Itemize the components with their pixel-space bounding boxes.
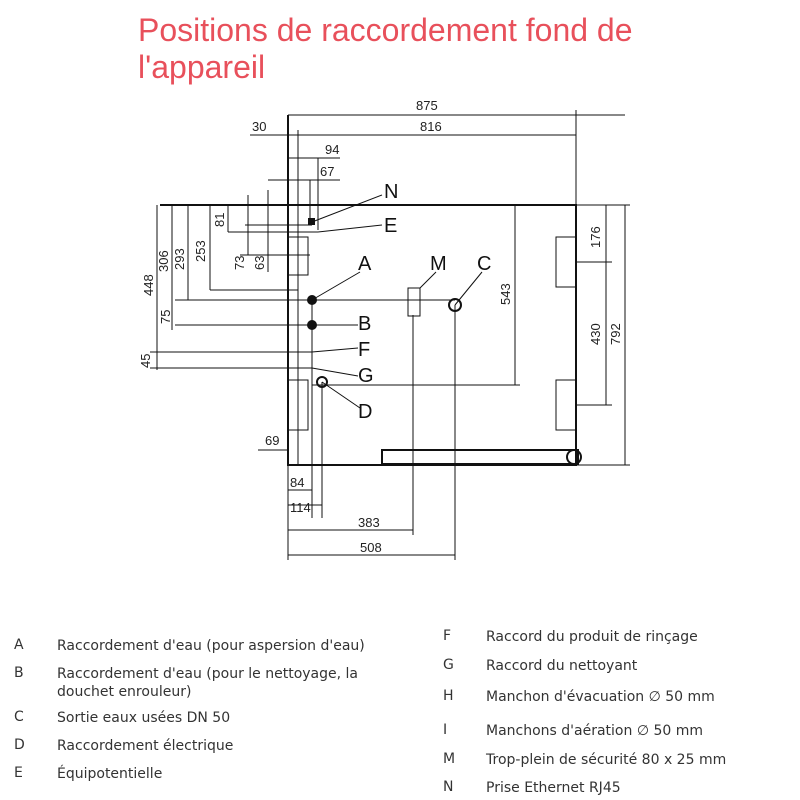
dim-816: 816 (420, 119, 442, 134)
power-D (316, 376, 328, 388)
dim-293: 293 (172, 248, 187, 270)
legend-text: Prise Ethernet RJ45 (486, 780, 621, 796)
legend-row: H Manchon d'évacuation ∅ 50 mm (443, 688, 800, 706)
leader-lines (311, 194, 483, 409)
dim-176: 176 (588, 226, 603, 248)
legend-row: F Raccord du produit de rinçage (443, 628, 800, 646)
legend-row: E Équipotentielle (14, 765, 417, 783)
legend-key: N (443, 779, 454, 795)
legend-text: Trop-plein de sécurité 80 x 25 mm (486, 752, 727, 768)
dim-84: 84 (290, 475, 304, 490)
water-B (307, 320, 317, 330)
vent-top-left (287, 236, 309, 276)
dim-75: 75 (158, 310, 173, 324)
legend-row: M Trop-plein de sécurité 80 x 25 mm (443, 751, 800, 769)
dim-30: 30 (252, 119, 266, 134)
vent-bottom-left (287, 379, 309, 431)
drain-end (566, 449, 582, 465)
legend-text: Raccordement d'eau (pour aspersion d'eau… (57, 638, 365, 654)
legend-key: F (443, 628, 452, 644)
legend-key: I (443, 722, 448, 738)
legend-key: C (14, 709, 24, 725)
legend-row: I Manchons d'aération ∅ 50 mm (443, 722, 800, 740)
connection-drawing: 875 816 30 94 67 448 306 293 253 81 73 6… (138, 98, 630, 560)
legend-key: H (443, 688, 454, 704)
legend-key: G (443, 657, 454, 673)
marker-E: E (384, 215, 397, 237)
legend-text: Raccordement d'eau (pour le nettoyage, l… (57, 666, 358, 700)
dim-45: 45 (138, 354, 153, 368)
marker-D: D (358, 401, 372, 423)
dim-875: 875 (416, 98, 438, 113)
legend-row: A Raccordement d'eau (pour aspersion d'ea… (14, 637, 417, 655)
legend-row: D Raccordement électrique (14, 737, 417, 755)
legend-row: C Sortie eaux usées DN 50 (14, 709, 417, 727)
marker-G: G (358, 365, 374, 387)
legend-row: N Prise Ethernet RJ45 (443, 779, 800, 797)
dim-383: 383 (358, 515, 380, 530)
marker-B: B (358, 313, 371, 335)
vent-top-right (555, 236, 577, 288)
legend-row: B Raccordement d'eau (pour le nettoyage, … (14, 665, 412, 701)
legend-text: Équipotentielle (57, 766, 163, 782)
legend-text: Raccord du nettoyant (486, 658, 638, 674)
marker-C: C (477, 253, 491, 275)
dim-81: 81 (212, 213, 227, 227)
legend-key: A (14, 637, 24, 653)
dim-67: 67 (320, 164, 334, 179)
legend-text: Sortie eaux usées DN 50 (57, 710, 231, 726)
legend-text: Raccord du produit de rinçage (486, 629, 698, 645)
dim-543: 543 (498, 283, 513, 305)
ethernet-N (308, 218, 315, 225)
dim-69: 69 (265, 433, 279, 448)
vent-bottom-right (555, 379, 577, 431)
dim-253: 253 (193, 240, 208, 262)
legend-row: G Raccord du nettoyant (443, 657, 800, 675)
overflow-M (407, 287, 421, 317)
water-A (307, 295, 317, 305)
marker-A: A (358, 253, 372, 275)
legend-key: B (14, 665, 24, 681)
legend-key: E (14, 765, 23, 781)
dim-792: 792 (608, 323, 623, 345)
dim-114: 114 (290, 500, 311, 515)
marker-M: M (430, 253, 447, 275)
dim-94: 94 (325, 142, 339, 157)
dim-508: 508 (360, 540, 382, 555)
marker-N: N (384, 181, 398, 203)
marker-F: F (358, 339, 370, 361)
dim-63: 63 (252, 256, 267, 270)
legend-text: Manchons d'aération ∅ 50 mm (486, 723, 703, 739)
legend-text: Manchon d'évacuation ∅ 50 mm (486, 689, 715, 705)
dim-430: 430 (588, 323, 603, 345)
dim-73: 73 (232, 256, 247, 270)
dim-448: 448 (141, 274, 156, 296)
drain-channel (381, 449, 579, 465)
legend-key: M (443, 751, 456, 767)
outlet-C (448, 298, 462, 312)
legend-text: Raccordement électrique (57, 738, 234, 754)
page-title: Positions de raccordement fond de l'appa… (138, 12, 633, 85)
dim-306: 306 (156, 250, 171, 272)
legend-key: D (14, 737, 25, 753)
